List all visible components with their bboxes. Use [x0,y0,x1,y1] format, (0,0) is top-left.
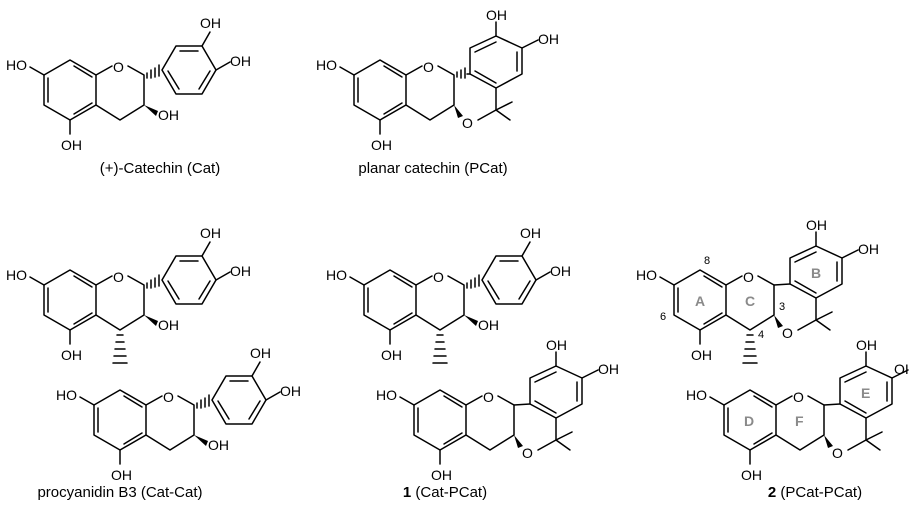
stereo-wedge [144,315,158,326]
compound-number: 2 [768,484,776,501]
stereo-wedge [464,315,478,326]
molecule-planar-catechin: HO O O OH OH OH planar catechin (PCat) [316,7,559,177]
atom-label: OH [280,383,301,399]
atom-label: O [163,389,174,405]
atom-label: OH [208,437,229,453]
atom-label: O [483,389,494,405]
stereo-wedge [774,315,783,328]
atom-label: O [462,115,473,131]
caption-procyanidin-b3: procyanidin B3 (Cat-Cat) [37,484,202,501]
molecule-compound-1: HO O OH OH OH OH HO O O OH OH OH 1 (Cat-… [326,225,619,501]
compound-name: (Cat-PCat) [411,484,487,501]
atom-label: OH [200,225,221,241]
atom-label: HO [6,267,27,283]
compound-name: (PCat-PCat) [776,484,862,501]
position-number: 3 [779,301,785,313]
atom-label: OH [520,225,541,241]
atom-label: OH [158,317,179,333]
atom-label: OH [598,361,619,377]
atom-label: OH [61,137,82,153]
molecule-catechin: HO O OH OH OH OH (+)-Catechin (Cat) [6,15,251,177]
ring-label-b: B [811,265,821,281]
atom-label: O [423,59,434,75]
atom-label: HO [376,387,397,403]
atom-label: OH [158,107,179,123]
atom-label: OH [806,217,827,233]
position-number: 4 [758,329,764,341]
atom-label: OH [858,241,879,257]
atom-label: O [433,269,444,285]
ring-label-e: E [861,385,870,401]
atom-label: O [113,59,124,75]
atom-label: O [782,325,793,341]
ring-label-d: D [744,413,754,429]
atom-label: OH [250,345,271,361]
atom-label: HO [686,387,707,403]
atom-label: HO [56,387,77,403]
atom-label: OH [741,467,762,483]
caption-catechin: (+)-Catechin (Cat) [100,160,220,177]
molecule-procyanidin-b3: HO O OH OH OH OH HO O OH OH OH OH procya… [6,225,301,501]
atom-label: O [113,269,124,285]
atom-label: OH [486,7,507,23]
atom-label: OH [230,263,251,279]
caption-compound-1: 1 (Cat-PCat) [403,484,487,501]
atom-label: OH [371,137,392,153]
atom-label: HO [326,267,347,283]
atom-label: OH [546,337,567,353]
position-number: 6 [660,311,666,323]
caption-compound-2: 2 (PCat-PCat) [768,484,862,501]
ring-label-a: A [695,293,705,309]
atom-label: OI [894,361,909,377]
atom-label: O [522,445,533,461]
atom-label: O [743,269,754,285]
stereo-wedge [454,105,463,118]
atom-label: OH [431,467,452,483]
atom-label: OH [691,347,712,363]
atom-label: OH [856,337,877,353]
compound-number: 1 [403,484,411,501]
position-number: 8 [704,255,710,267]
atom-label: OH [538,31,559,47]
ring-label-f: F [795,413,804,429]
atom-label: O [793,389,804,405]
atom-label: HO [6,57,27,73]
atom-label: OH [550,263,571,279]
molecule-compound-2: HO O O OH OH OH HO O O OH OI OH A B C D … [636,217,909,501]
atom-label: OH [200,15,221,31]
atom-label: HO [636,267,657,283]
atom-label: OH [230,53,251,69]
atom-label: OH [111,467,132,483]
atom-label: OH [61,347,82,363]
atom-label: O [832,445,843,461]
stereo-wedge [144,105,158,116]
atom-label: HO [316,57,337,73]
atom-label: OH [478,317,499,333]
ring-label-c: C [745,293,755,309]
atom-label: OH [381,347,402,363]
caption-planar-catechin: planar catechin (PCat) [358,160,507,177]
